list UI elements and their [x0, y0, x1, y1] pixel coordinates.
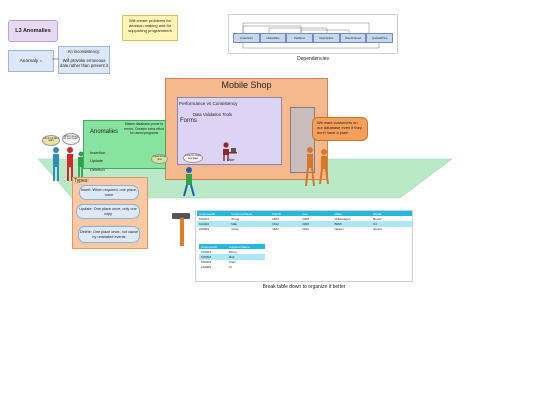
- user-at-desk-icon: [223, 142, 237, 161]
- type-update: Update: One place once, only one copy: [76, 204, 140, 219]
- arrow-connector: [52, 58, 59, 60]
- dependency-column: Description: [313, 33, 340, 43]
- table-header-cell: Fee: [302, 211, 308, 216]
- dependency-column: QuotedPrice: [366, 33, 394, 43]
- customers-speech-bubble: We want customers on our database even i…: [312, 117, 368, 141]
- inconsistency-title: An inconsistency:: [67, 49, 101, 54]
- table-header-cell: CustomerName: [228, 244, 250, 249]
- table-cell: Beetle: [373, 216, 382, 221]
- forms-label: Forms: [180, 118, 197, 124]
- anomaly-definition-label: Anomaly =: [8, 50, 54, 72]
- table-cell: 1512: [272, 221, 279, 226]
- table-cell: Wong: [231, 216, 240, 221]
- table-header-cell: CustomerID: [201, 244, 218, 249]
- table-cell: Volkswagen: [334, 216, 351, 221]
- table-cell: 100002: [199, 221, 210, 226]
- table-cell: 1843: [272, 216, 279, 221]
- table-header-cell: PlanID: [272, 211, 282, 216]
- table-row: 100004 Yu: [199, 265, 265, 270]
- table-header-cell: Make: [334, 211, 342, 216]
- table-header-row: CustomerID CustomerName PlanID Fee Make …: [197, 211, 412, 217]
- dependency-column: PartNum: [286, 33, 314, 43]
- table-cell: 100001: [201, 249, 212, 254]
- table-cell: Sentra: [373, 227, 382, 232]
- table-cell: 2012: [302, 227, 309, 232]
- table-cell: 2005: [302, 216, 309, 221]
- table-cell: 100002: [201, 254, 212, 259]
- table-row: 100003 Chan 1823 2012 Nissan Sentra: [197, 227, 412, 232]
- table-cell: 2008: [302, 221, 309, 226]
- operation-update: Update: [90, 158, 103, 164]
- inconsistency-note: An inconsistency: Will provoke erroneous…: [58, 46, 110, 74]
- anomalies-note: Makes database prone to errors. Creates …: [124, 122, 164, 136]
- table-cell: Nissan: [334, 227, 344, 232]
- customer-figure-mid-icon: [183, 167, 195, 197]
- operation-deletion: Deletion: [90, 166, 105, 172]
- types-label: Types:: [74, 178, 89, 184]
- speech-bubble-mid-2: I need to create new page: [183, 153, 203, 163]
- table-header-cell: Model: [373, 211, 382, 216]
- dependency-columns: OrderNum OrderDate PartNum Description N…: [233, 33, 394, 43]
- inconsistency-body: Will provoke erroneous data rather than …: [60, 58, 108, 68]
- problem-sticky-note: Will create problems for decision making…: [122, 15, 178, 41]
- customer-figures-right-icon: [305, 147, 329, 187]
- table-row: 100003 Chan: [199, 260, 265, 265]
- type-delete: Delete: One place once, not cause by unr…: [78, 226, 140, 243]
- table-cell: Yu: [228, 265, 233, 270]
- data-validation-label: Data Validation Tools: [193, 112, 232, 117]
- dependency-column: OrderNum: [233, 33, 260, 43]
- customer-plan-table: CustomerID CustomerName PlanID Fee Make …: [197, 211, 412, 232]
- anomaly-operations: Insertion Update Deletion: [90, 149, 105, 174]
- table-row: 100001 Wong 1843 2005 Volkswagen Beetle: [197, 216, 412, 221]
- table-cell: Chan: [228, 260, 236, 265]
- speech-bubble-mid-1: I need to buy now: [151, 154, 168, 164]
- customer-figures-left-icon: [53, 147, 84, 181]
- table-header-row: CustomerID CustomerName: [199, 244, 265, 250]
- type-insert: Insert: When required, one place, once: [79, 185, 139, 200]
- speech-bubble-left-1: I do it not like I want: [42, 135, 60, 146]
- table-caption: Break table down to organize it better: [262, 284, 346, 290]
- customer-table: CustomerID CustomerName 100001 Wong 1000…: [199, 244, 265, 270]
- dependency-column: NumOrdered: [339, 33, 367, 43]
- table-row: 100001 Wong: [199, 249, 265, 254]
- table-cell: Mak: [228, 254, 235, 259]
- dependency-arrows: [242, 22, 380, 49]
- table-cell: 100003: [199, 227, 210, 232]
- hammer-icon: [172, 213, 190, 246]
- dependencies-title: Dependencies: [297, 56, 329, 62]
- table-header-cell: CustomerID: [199, 211, 216, 216]
- table-cell: Wong: [228, 249, 237, 254]
- slide-title: L3 Anomalies: [8, 20, 58, 42]
- table-cell: Mak: [231, 221, 237, 226]
- table-cell: 100001: [199, 216, 210, 221]
- performance-label: Performance vs Consistency: [179, 101, 238, 106]
- table-cell: 100003: [201, 260, 212, 265]
- table-cell: 100004: [201, 265, 212, 270]
- table-row: 100002 Mak: [199, 254, 265, 260]
- anomalies-title: Anomalies: [90, 129, 119, 135]
- speech-bubble-left-2: Which issues do you mean?: [62, 133, 80, 145]
- user-label: User: [227, 158, 235, 162]
- table-header-cell: CustomerName: [231, 211, 253, 216]
- table-cell: 1823: [272, 227, 279, 232]
- table-row: 100002 Mak 1512 2008 BMW X4: [197, 221, 412, 227]
- shop-title: Mobile Shop: [221, 80, 272, 90]
- table-cell: X4: [373, 221, 377, 226]
- table-cell: BMW: [334, 221, 342, 226]
- operation-insertion: Insertion: [90, 150, 106, 155]
- table-cell: Chan: [231, 227, 239, 232]
- dependency-column: OrderDate: [259, 33, 287, 43]
